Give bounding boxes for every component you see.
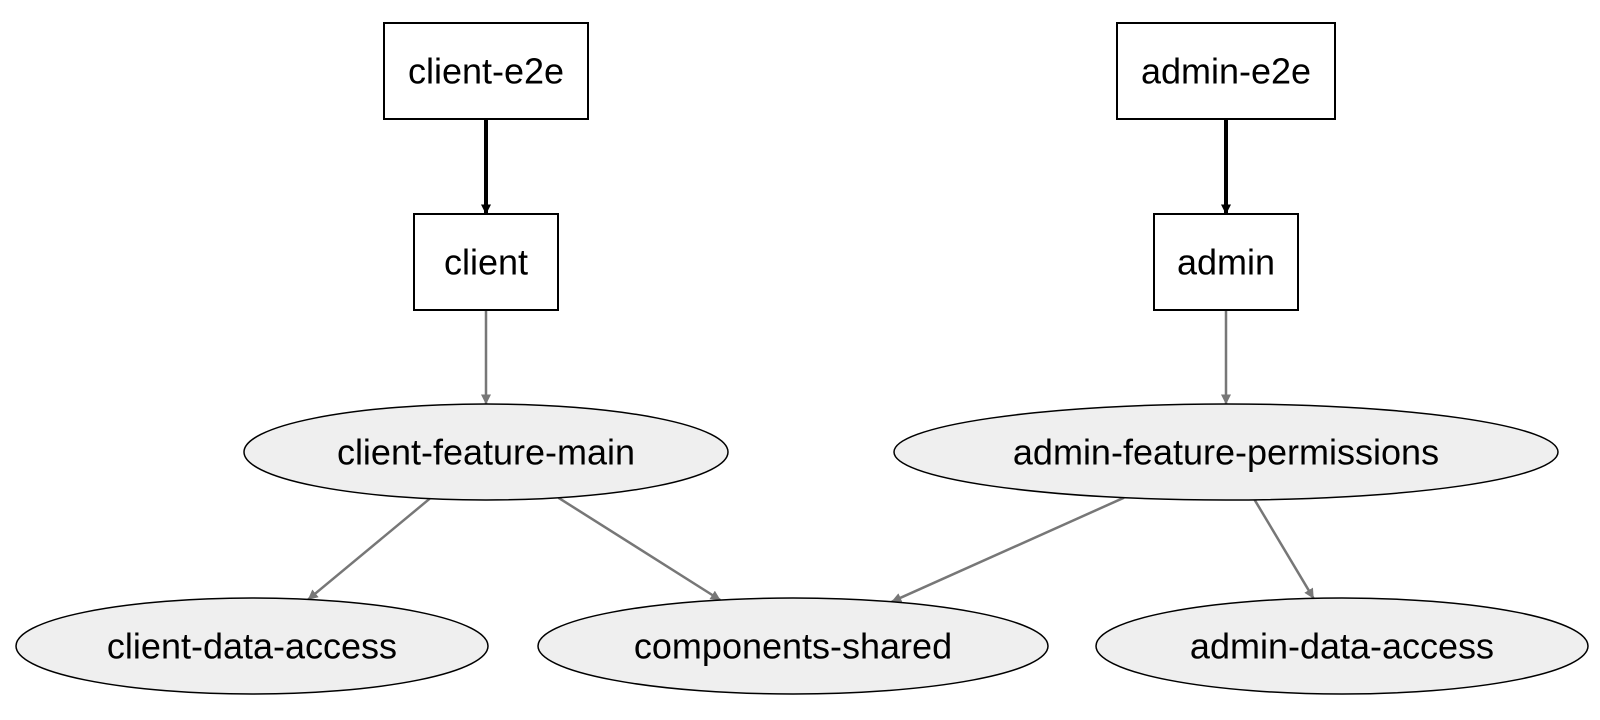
node-box <box>413 213 559 311</box>
node-admin-feature-permissions[interactable]: admin-feature-permissions <box>893 403 1559 501</box>
node-label: components-shared <box>634 626 952 667</box>
nodes-layer: client-e2e admin-e2e client admin client-fea… <box>15 22 1589 695</box>
node-ellipse <box>1095 597 1589 695</box>
node-client-feature-main[interactable]: client-feature-main <box>243 403 729 501</box>
node-label: admin-e2e <box>1141 51 1311 92</box>
edge-client-feature-main-to-components-shared <box>557 496 721 602</box>
node-box <box>1153 213 1299 311</box>
node-box <box>383 22 589 120</box>
node-client[interactable]: client <box>413 213 559 311</box>
node-label: admin-feature-permissions <box>1013 432 1439 473</box>
edges-layer <box>307 119 1315 603</box>
node-label: client <box>444 242 528 283</box>
node-components-shared[interactable]: components-shared <box>537 597 1049 695</box>
node-ellipse <box>893 403 1559 501</box>
node-admin-data-access[interactable]: admin-data-access <box>1095 597 1589 695</box>
node-admin-e2e[interactable]: admin-e2e <box>1116 22 1336 120</box>
node-client-data-access[interactable]: client-data-access <box>15 597 489 695</box>
node-ellipse <box>243 403 729 501</box>
node-box <box>1116 22 1336 120</box>
node-ellipse <box>537 597 1049 695</box>
node-label: client-e2e <box>408 51 564 92</box>
edge-admin-feature-permissions-to-admin-data-access <box>1253 499 1315 599</box>
edge-admin-feature-permissions-to-components-shared <box>891 496 1125 603</box>
node-label: admin <box>1177 242 1275 283</box>
edge-client-feature-main-to-client-data-access <box>307 497 431 601</box>
node-admin[interactable]: admin <box>1153 213 1299 311</box>
node-label: client-data-access <box>107 626 397 667</box>
node-ellipse <box>15 597 489 695</box>
node-label: admin-data-access <box>1190 626 1494 667</box>
node-label: client-feature-main <box>337 432 635 473</box>
node-client-e2e[interactable]: client-e2e <box>383 22 589 120</box>
